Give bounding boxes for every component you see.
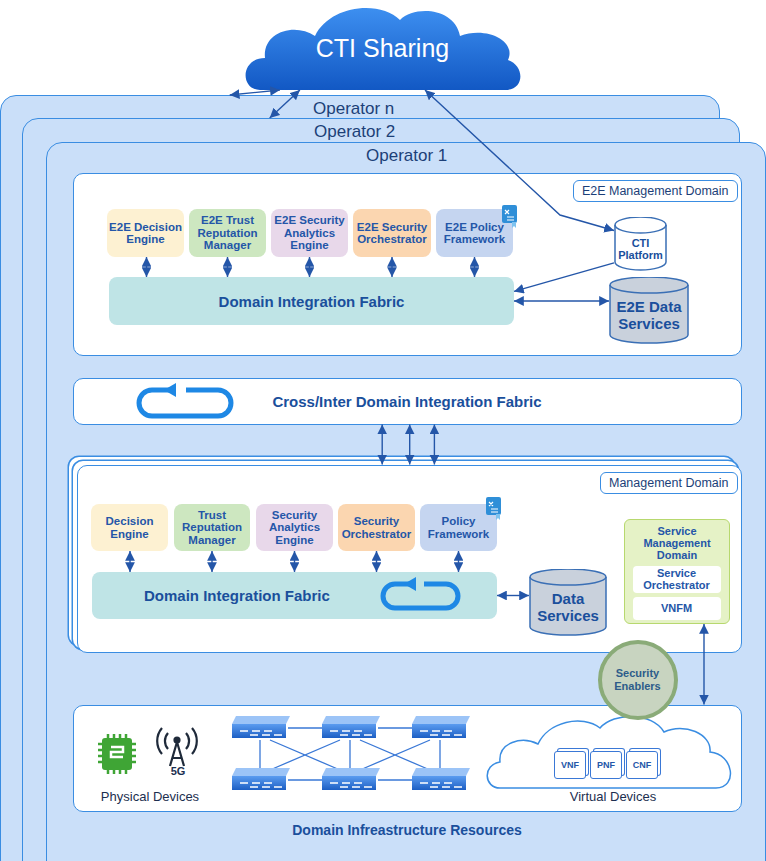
- component-box: E2E Security Analytics Engine: [271, 209, 348, 257]
- domain-panel: E2E Management DomainE2E Decision Engine…: [73, 173, 742, 356]
- node-label: E2E Data Services: [611, 299, 687, 332]
- enabler-circle: Security Enablers: [598, 640, 678, 720]
- virtual-device: PNF: [590, 751, 622, 779]
- connector-arrow: [474, 257, 475, 277]
- service-domain-box: Service Management DomainService Orchest…: [624, 519, 730, 624]
- connector-arrow: [458, 551, 459, 572]
- fabric-bar: Domain Integration Fabric: [109, 277, 514, 325]
- node-label: Service Orchestrator: [635, 567, 719, 591]
- connector-arrow: [514, 263, 614, 292]
- service-box: VNFM: [633, 597, 721, 620]
- switch-ports: [240, 731, 462, 787]
- connector-arrow: [409, 425, 410, 465]
- database-cylinder: Data Services: [529, 569, 607, 636]
- component-box: Trust Reputation Manager: [174, 504, 250, 551]
- loop-icon: [139, 390, 231, 416]
- network-switch: [232, 716, 470, 790]
- database-cylinder: E2E Data Services: [609, 277, 689, 344]
- node-label: Policy Framework: [422, 515, 495, 540]
- connector-arrow: [376, 551, 377, 572]
- connector-arrow: [230, 90, 280, 95]
- database-cylinder: CTI Platform: [614, 217, 667, 271]
- caption-label: Virtual Devices: [548, 789, 678, 804]
- component-box: Security Analytics Engine: [256, 504, 333, 551]
- component-box: Policy Framework: [420, 504, 497, 551]
- domain-panel: Management DomainDecision Engine Trust Re…: [77, 465, 742, 653]
- connector-arrow: [270, 90, 300, 118]
- node-label: E2E Security Orchestrator: [355, 221, 429, 246]
- caption-label: Physical Devices: [90, 789, 210, 804]
- node-label: CNF: [633, 760, 652, 770]
- node-label: Domain Integration Fabric: [219, 293, 405, 310]
- cloud-node: CTI Sharing: [240, 0, 525, 90]
- connector-arrow: [703, 624, 704, 705]
- connector-arrow: [294, 551, 295, 572]
- node-label: Operator 1: [366, 146, 765, 166]
- connector-arrow: [434, 425, 435, 465]
- node-label: PNF: [597, 760, 615, 770]
- node-label: E2E Management Domain: [573, 180, 738, 202]
- node-label: Operator 2: [314, 122, 739, 142]
- node-label: Domain Integration Fabric: [144, 587, 330, 604]
- chip-icon: [98, 734, 136, 774]
- connector-arrow: [146, 257, 147, 277]
- loop-arrowhead: [404, 577, 416, 591]
- connector-arrow: [425, 90, 614, 231]
- node-label: Security Enablers: [606, 667, 670, 692]
- node-label: Security Orchestrator: [340, 515, 413, 540]
- component-box: E2E Decision Engine: [107, 209, 184, 257]
- component-box: Security Orchestrator: [338, 504, 415, 551]
- connector-arrow: [514, 300, 609, 301]
- node-label: VNFM: [661, 602, 692, 614]
- loop-arrowhead: [164, 383, 176, 397]
- component-box: E2E Policy Framework: [436, 209, 513, 257]
- fabric-bar: Domain Integration Fabric: [92, 572, 497, 619]
- node-label: VNF: [561, 760, 579, 770]
- node-label: Domain Infreastructure Resources: [74, 822, 741, 838]
- node-label: Security Analytics Engine: [258, 509, 331, 546]
- node-label: CTI Platform: [616, 237, 665, 261]
- node-label: Decision Engine: [93, 515, 166, 540]
- service-box: Service Orchestrator: [633, 566, 721, 593]
- node-label: CTI Sharing: [316, 34, 449, 63]
- connector-arrow: [129, 551, 130, 572]
- virtual-device: CNF: [626, 751, 658, 779]
- loop-icon: [383, 584, 458, 608]
- policy-icon: [502, 205, 517, 228]
- node-label: E2E Decision Engine: [109, 221, 182, 246]
- connector-arrow: [382, 425, 383, 465]
- connector-arrow: [227, 257, 228, 277]
- node-label: E2E Security Analytics Engine: [273, 214, 346, 251]
- component-box: Decision Engine: [91, 504, 168, 551]
- caption-label: 5G: [166, 765, 190, 777]
- node-label: Service Management Domain: [628, 525, 726, 561]
- component-box: E2E Trust Reputation Manager: [189, 209, 266, 257]
- policy-icon: [486, 497, 501, 520]
- connector-arrow: [211, 551, 212, 572]
- node-label: Cross/Inter Domain Integration Fabric: [272, 393, 541, 410]
- antenna-icon: [157, 728, 197, 766]
- operator-panel: Operator 1 E2E Management DomainE2E Decis…: [46, 142, 766, 861]
- connector-arrow: [309, 257, 310, 277]
- node-label: Data Services: [531, 591, 605, 624]
- component-box: E2E Security Orchestrator: [353, 209, 431, 257]
- connector-arrow: [391, 257, 392, 277]
- node-label: Management Domain: [600, 472, 738, 494]
- virtual-device: VNF: [554, 751, 586, 779]
- node-label: Trust Reputation Manager: [176, 509, 248, 546]
- node-label: E2E Trust Reputation Manager: [191, 214, 264, 251]
- node-label: Operator n: [313, 99, 719, 119]
- connector-arrow: [497, 595, 529, 596]
- node-label: E2E Policy Framework: [438, 221, 511, 246]
- virtual-cloud: [487, 716, 730, 788]
